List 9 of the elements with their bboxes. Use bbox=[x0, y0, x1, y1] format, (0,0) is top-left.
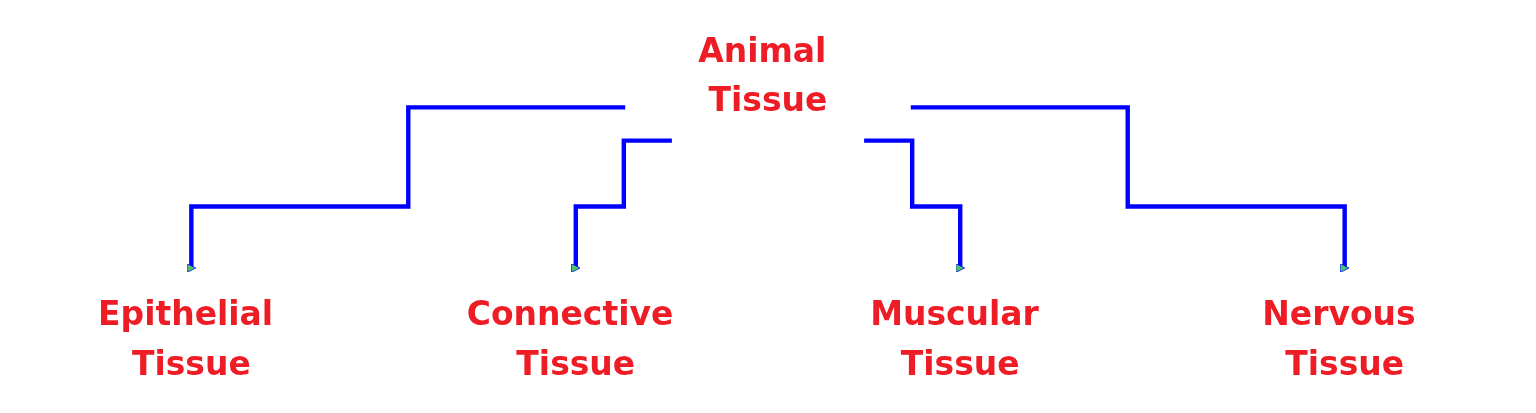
arrow bbox=[186, 105, 626, 273]
node-text: Animal Tissue bbox=[698, 30, 828, 119]
node-text: Nervous Tissue bbox=[1262, 294, 1416, 383]
node-text: Connective Tissue bbox=[466, 294, 674, 383]
arrow bbox=[910, 105, 1350, 273]
arrow bbox=[864, 138, 966, 273]
node-text: Epithelial Tissue bbox=[98, 294, 274, 383]
arrow bbox=[570, 138, 672, 273]
node-text: Muscular Tissue bbox=[870, 294, 1039, 383]
